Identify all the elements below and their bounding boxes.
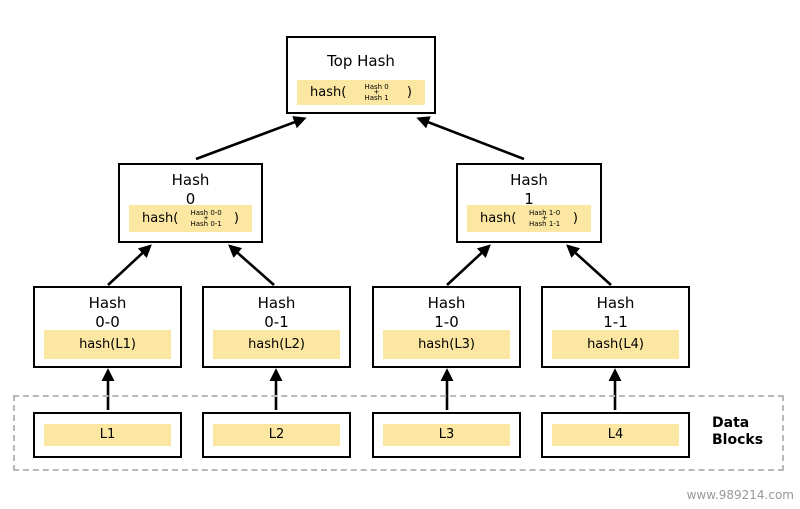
node-title: Hash 0: [120, 165, 261, 209]
arrow-hash01-to-hash0: [228, 244, 275, 286]
node-title-line1: Hash: [510, 171, 548, 189]
arrow-hash1-to-top: [416, 116, 525, 161]
hash-formula: hash(L3): [383, 330, 510, 359]
hash-formula: hash( Hash 0 + Hash 1 ): [297, 80, 425, 105]
hash-formula: hash( Hash 0-0 + Hash 0-1 ): [129, 205, 252, 232]
node-hash-0: Hash 0 hash( Hash 0-0 + Hash 0-1 ): [118, 163, 263, 243]
formula-args: Hash 0-0 + Hash 0-1: [190, 208, 222, 228]
node-title-line2: 1: [524, 190, 534, 208]
plus-sign: +: [203, 214, 210, 222]
node-title-line1: Hash: [171, 171, 210, 189]
formula-arg2: Hash 1-1: [528, 220, 561, 228]
node-title-line2: 1-0: [434, 313, 459, 331]
hash-formula: hash(L2): [213, 330, 340, 359]
data-blocks-label-line2: Blocks: [712, 432, 764, 448]
data-block-l1: L1: [33, 412, 182, 458]
node-title-line2: 0-1: [264, 313, 289, 331]
formula-suffix: ): [572, 211, 578, 226]
node-hash-1-0: Hash 1-0 hash(L3): [372, 286, 521, 368]
node-title: Hash 1-1: [543, 288, 688, 332]
formula-arg1: Hash 0-0: [190, 208, 222, 217]
data-block-label: L4: [552, 424, 679, 446]
data-block-l3: L3: [372, 412, 521, 458]
formula-args: Hash 1-0 + Hash 1-1: [528, 208, 561, 228]
node-title-line2: 0-0: [95, 313, 120, 331]
data-block-l4: L4: [541, 412, 690, 458]
formula-suffix: ): [233, 211, 239, 226]
formula-arg1: Hash 0: [364, 82, 389, 91]
data-blocks-label: Data Blocks: [712, 415, 763, 449]
hash-formula: hash(L4): [552, 330, 679, 359]
formula-prefix: hash(: [310, 85, 347, 100]
node-top-hash: Top Hash hash( Hash 0 + Hash 1 ): [286, 36, 436, 114]
node-hash-1: Hash 1 hash( Hash 1-0 + Hash 1-1 ): [456, 163, 602, 243]
formula-arg2: Hash 0-1: [190, 220, 222, 228]
data-block-label: L2: [213, 424, 340, 446]
node-title-line1: Hash: [427, 294, 466, 312]
node-title-line1: Hash: [257, 294, 296, 312]
node-title-line1: Hash: [596, 294, 635, 312]
arrow-hash0-to-top: [195, 116, 307, 161]
hash-formula: hash( Hash 1-0 + Hash 1-1 ): [467, 205, 591, 232]
hash-formula: hash(L1): [44, 330, 171, 359]
node-title: Hash 0-1: [204, 288, 349, 332]
node-hash-0-0: Hash 0-0 hash(L1): [33, 286, 182, 368]
watermark-text: www.989214.com: [686, 488, 794, 502]
data-block-label: L1: [44, 424, 171, 446]
node-title: Hash 0-0: [35, 288, 180, 332]
formula-args: Hash 0 + Hash 1: [364, 82, 389, 102]
arrow-hash00-to-hash0: [107, 244, 152, 286]
node-hash-1-1: Hash 1-1 hash(L4): [541, 286, 690, 368]
arrow-hash11-to-hash1: [566, 244, 612, 286]
formula-prefix: hash(: [142, 211, 179, 226]
node-title: Hash 1-0: [374, 288, 519, 332]
formula-arg2: Hash 1: [364, 94, 389, 102]
plus-sign: +: [541, 214, 548, 222]
formula-suffix: ): [406, 85, 412, 100]
node-title: Hash 1: [458, 165, 600, 209]
node-title: Top Hash: [327, 52, 395, 70]
data-blocks-label-line1: Data: [712, 415, 750, 431]
formula-prefix: hash(: [480, 211, 517, 226]
arrows: [101, 116, 622, 410]
arrow-hash10-to-hash1: [446, 244, 491, 286]
node-title-line2: 0: [185, 190, 196, 208]
node-hash-0-1: Hash 0-1 hash(L2): [202, 286, 351, 368]
data-blocks-region: [13, 395, 784, 471]
data-block-label: L3: [383, 424, 510, 446]
plus-sign: +: [373, 88, 380, 96]
formula-arg1: Hash 1-0: [528, 208, 561, 217]
node-title-line2: 1-1: [603, 313, 628, 331]
node-title-line1: Hash: [88, 294, 127, 312]
data-block-l2: L2: [202, 412, 351, 458]
